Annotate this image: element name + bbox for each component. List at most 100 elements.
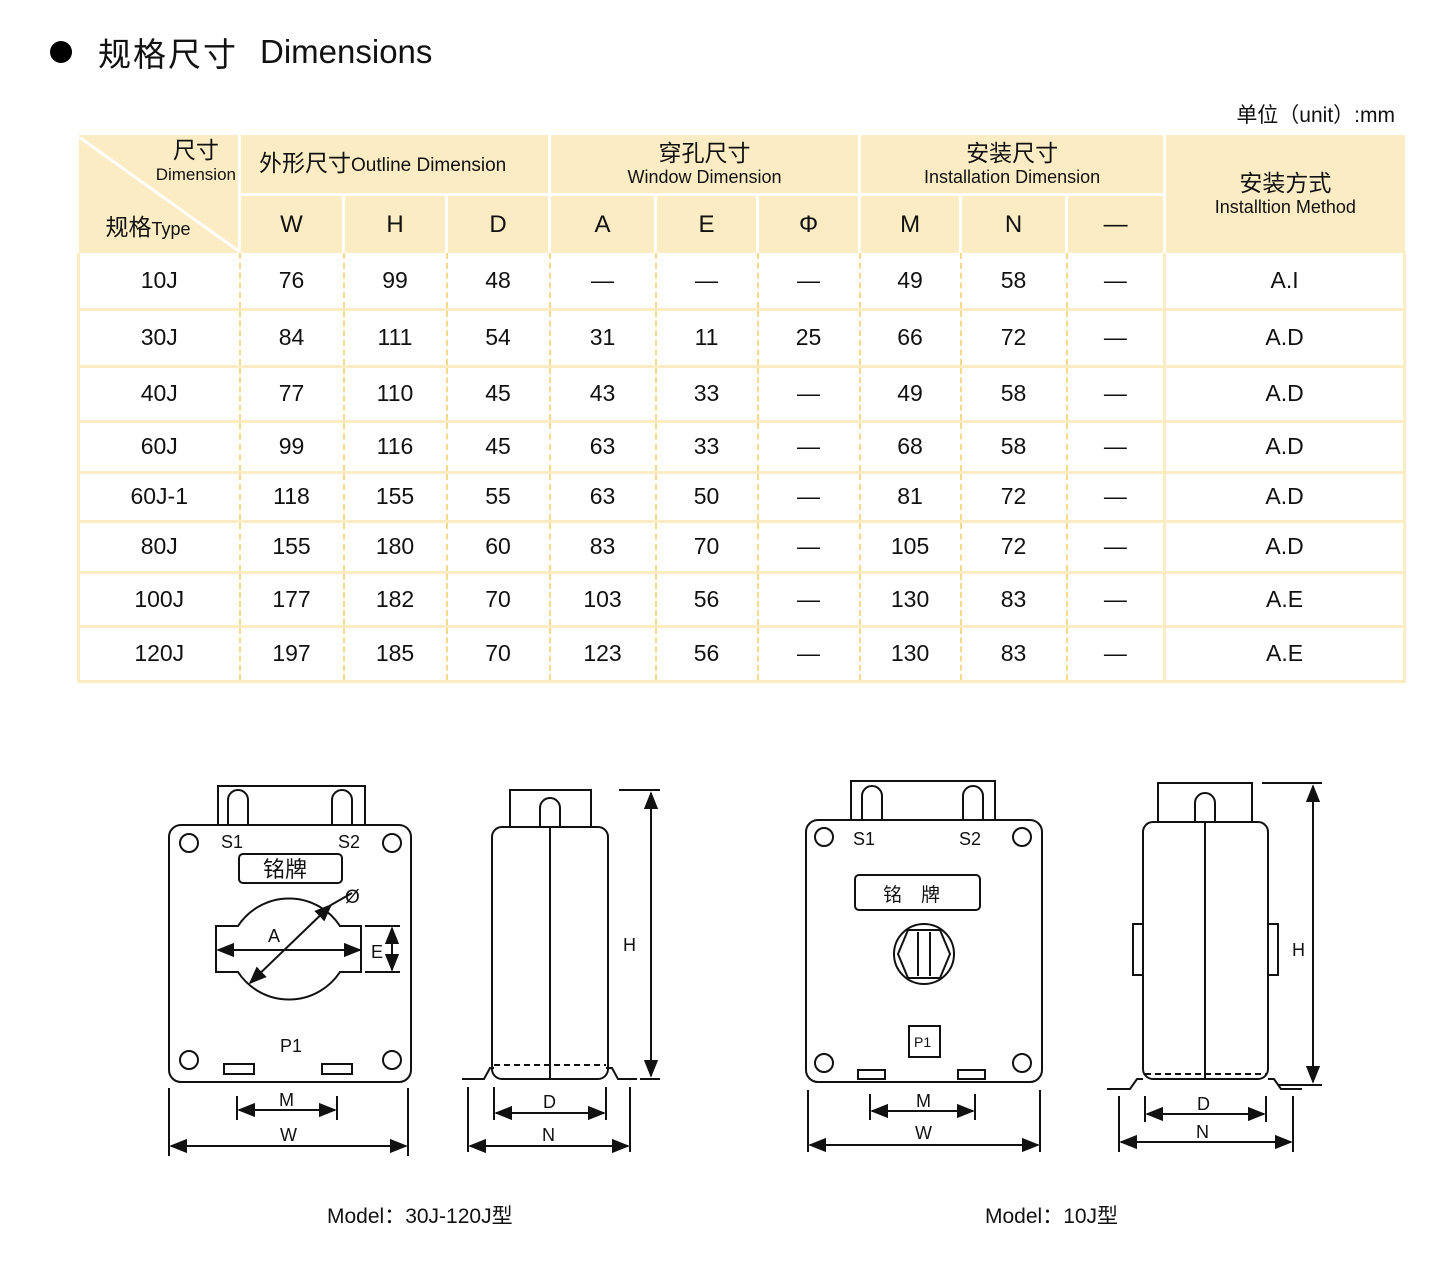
cell-value: 45 bbox=[445, 366, 550, 423]
cell-value: — bbox=[756, 626, 860, 683]
cell-value: — bbox=[1065, 309, 1165, 368]
cell-value: — bbox=[756, 472, 860, 523]
cell-value: 11 bbox=[654, 309, 758, 368]
col-header-e: E bbox=[654, 194, 758, 253]
heading-cn: 规格尺寸 bbox=[98, 35, 238, 74]
cell-value: 66 bbox=[858, 309, 961, 368]
col-header-h: H bbox=[342, 194, 447, 253]
col-header-a: A bbox=[548, 194, 656, 253]
cell-type: 40J bbox=[77, 366, 240, 423]
cell-value: 118 bbox=[238, 472, 344, 523]
cell-value: 49 bbox=[858, 366, 961, 423]
cell-type: 30J bbox=[77, 309, 240, 368]
cell-value: 99 bbox=[342, 253, 447, 311]
label-s1-left: S1 bbox=[221, 832, 243, 852]
label-n-left: N bbox=[542, 1125, 555, 1145]
corner-bottom-en: Type bbox=[151, 218, 191, 239]
cell-value: — bbox=[756, 572, 860, 628]
caption-left: Model：30J-120J型 bbox=[327, 1205, 513, 1228]
cell-value: — bbox=[1065, 472, 1165, 523]
cell-value: 110 bbox=[342, 366, 447, 423]
cell-value: — bbox=[1065, 253, 1165, 311]
cell-value: — bbox=[756, 521, 860, 574]
corner-top-cn: 尺寸 bbox=[172, 137, 219, 164]
cell-value: 83 bbox=[959, 626, 1067, 683]
label-d-right: D bbox=[1197, 1094, 1210, 1114]
cell-value: 58 bbox=[959, 366, 1067, 423]
cell-method: A.D bbox=[1163, 309, 1407, 368]
label-n-right: N bbox=[1196, 1122, 1209, 1142]
cell-value: 76 bbox=[238, 253, 344, 311]
label-nameplate-left: 铭牌 bbox=[263, 858, 307, 883]
cell-value: 31 bbox=[548, 309, 656, 368]
cell-value: — bbox=[756, 366, 860, 423]
cell-value: 25 bbox=[756, 309, 860, 368]
cell-value: 123 bbox=[548, 626, 656, 683]
cell-value: 116 bbox=[342, 421, 447, 474]
cell-value: 155 bbox=[342, 472, 447, 523]
cell-value: 58 bbox=[959, 421, 1067, 474]
cell-value: 72 bbox=[959, 309, 1067, 368]
cell-value: 72 bbox=[959, 472, 1067, 523]
col-header-phi: Φ bbox=[756, 194, 860, 253]
label-a: A bbox=[268, 926, 280, 946]
cell-value: 54 bbox=[445, 309, 550, 368]
cell-value: 68 bbox=[858, 421, 961, 474]
group-outline-header: 外形尺寸Outline Dimension bbox=[237, 135, 550, 196]
label-h-right: H bbox=[1292, 940, 1305, 960]
label-s1-right: S1 bbox=[853, 829, 875, 849]
label-p1-left: P1 bbox=[280, 1036, 302, 1056]
label-h-left: H bbox=[623, 935, 636, 955]
cell-value: — bbox=[654, 253, 758, 311]
cell-value: 185 bbox=[342, 626, 447, 683]
label-m-left: M bbox=[279, 1090, 294, 1110]
corner-header: 尺寸 Dimension 规格Type bbox=[78, 135, 240, 253]
group-outline-en: Outline Dimension bbox=[351, 155, 507, 176]
cell-type: 120J bbox=[77, 626, 240, 683]
cell-method: A.D bbox=[1163, 472, 1407, 523]
cell-value: 56 bbox=[654, 626, 758, 683]
cell-value: 49 bbox=[858, 253, 961, 311]
cell-value: 33 bbox=[654, 421, 758, 474]
group-method-cn: 安装方式 bbox=[1239, 171, 1332, 197]
front-view-10j bbox=[805, 780, 1043, 1153]
cell-value: 63 bbox=[548, 472, 656, 523]
cell-value: 45 bbox=[445, 421, 550, 474]
side-view-10j bbox=[1107, 782, 1322, 1152]
group-install-cn: 安装尺寸 bbox=[966, 141, 1059, 167]
cell-value: — bbox=[1065, 421, 1165, 474]
label-d-left: D bbox=[543, 1092, 556, 1112]
cell-value: 70 bbox=[445, 572, 550, 628]
cell-method: A.I bbox=[1163, 253, 1407, 311]
col-header-w: W bbox=[238, 194, 344, 253]
dimension-table: 尺寸 Dimension 规格Type 外形尺寸Outline Dimensio… bbox=[77, 135, 1407, 683]
cell-value: 99 bbox=[238, 421, 344, 474]
cell-type: 60J bbox=[77, 421, 240, 474]
cell-type: 100J bbox=[77, 572, 240, 628]
group-window-header: 穿孔尺寸 Window Dimension bbox=[548, 135, 860, 196]
cell-method: A.D bbox=[1163, 366, 1407, 423]
cell-value: — bbox=[548, 253, 656, 311]
cell-value: 103 bbox=[548, 572, 656, 628]
label-p1-right: P1 bbox=[914, 1034, 931, 1050]
cell-value: 197 bbox=[238, 626, 344, 683]
cell-value: 48 bbox=[445, 253, 550, 311]
label-nameplate-right: 铭 牌 bbox=[883, 884, 940, 906]
col-header-m: M bbox=[858, 194, 961, 253]
corner-diagonal bbox=[78, 136, 240, 252]
cell-type: 80J bbox=[77, 521, 240, 574]
cell-value: 111 bbox=[342, 309, 447, 368]
group-window-cn: 穿孔尺寸 bbox=[658, 141, 751, 167]
col-header-dash: — bbox=[1065, 194, 1165, 253]
cell-value: 84 bbox=[238, 309, 344, 368]
cell-value: 83 bbox=[959, 572, 1067, 628]
cell-value: 56 bbox=[654, 572, 758, 628]
cell-value: 63 bbox=[548, 421, 656, 474]
